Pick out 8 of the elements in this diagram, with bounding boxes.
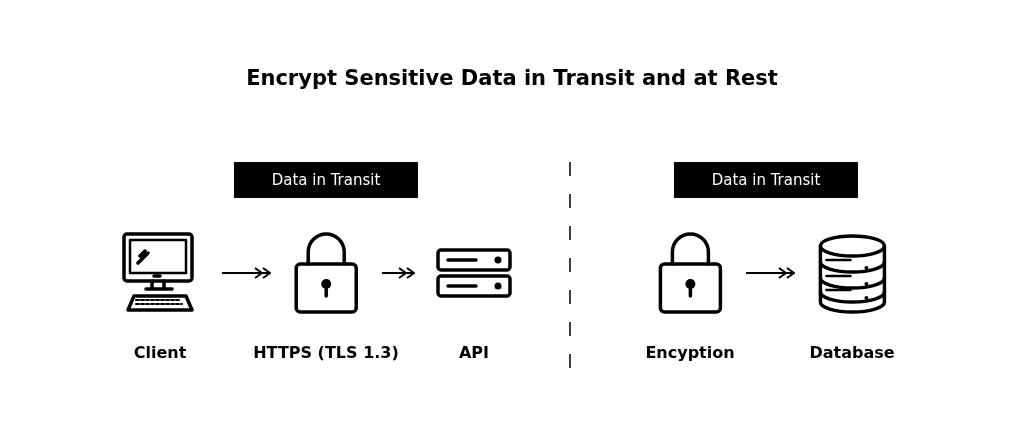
node-label: Encyption (645, 342, 735, 364)
node-label: Database (809, 342, 895, 364)
node-label: HTTPS (TLS 1.3) (253, 342, 399, 364)
section-banner: Data in Transit (674, 162, 858, 198)
section-banner: Data in Transit (234, 162, 418, 198)
node-label: API (458, 342, 490, 364)
title: Encrypt Sensitive Data in Transit and at Rest (246, 65, 778, 92)
node-label: Client (133, 342, 187, 364)
